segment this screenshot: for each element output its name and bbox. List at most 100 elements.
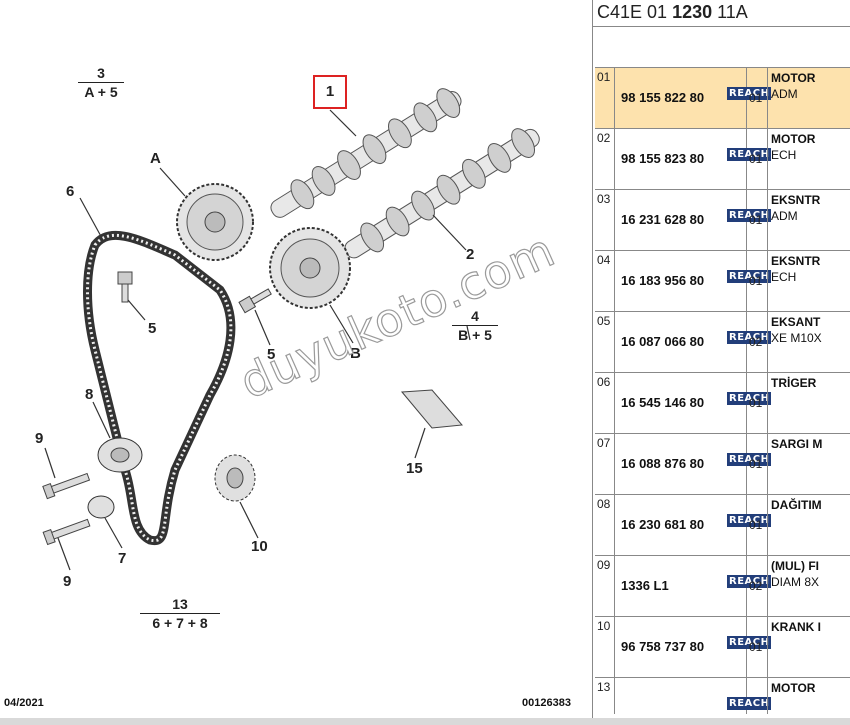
- description-sub: ECH: [771, 148, 797, 162]
- label-7[interactable]: 7: [118, 550, 127, 567]
- group-4[interactable]: 4 B + 5: [452, 308, 498, 343]
- label-5a[interactable]: 5: [148, 320, 157, 337]
- part-number[interactable]: 1336 L1: [621, 578, 669, 593]
- description-title: EKSNTR: [771, 254, 821, 268]
- footer-code: 00126383: [522, 697, 571, 709]
- description-title: (MUL) FI: [771, 559, 819, 573]
- description-title: DAĞITIM: [771, 498, 822, 512]
- quantity: 01: [749, 213, 763, 227]
- quantity-cell: 01: [747, 190, 768, 250]
- group-13-number: 13: [172, 596, 188, 612]
- part-number[interactable]: 16 545 146 80: [621, 395, 705, 410]
- group-13[interactable]: 13 6 + 7 + 8: [140, 596, 220, 631]
- bolt-5a: [117, 271, 133, 303]
- quantity: 01: [749, 274, 763, 288]
- description-sub: ECH: [771, 270, 797, 284]
- description-cell: KRANK I: [771, 619, 850, 635]
- description-sub: ADM: [771, 87, 798, 101]
- group-4-number: 4: [471, 308, 479, 324]
- description-cell: MOTOR: [771, 680, 850, 696]
- description-title: MOTOR: [771, 681, 816, 695]
- group-3-contents: A + 5: [78, 82, 124, 100]
- row-index: 01: [595, 68, 615, 128]
- part-number[interactable]: 16 087 066 80: [621, 334, 705, 349]
- bolt-9a: [42, 472, 91, 500]
- label-9a[interactable]: 9: [35, 430, 44, 447]
- row-index: 08: [595, 495, 615, 555]
- label-5b[interactable]: 5: [267, 346, 276, 363]
- group-3-number: 3: [97, 65, 105, 81]
- group-13-contents: 6 + 7 + 8: [140, 613, 220, 631]
- camshaft-exhaust: [344, 128, 540, 259]
- description-cell: TRİGER: [771, 375, 850, 391]
- label-2[interactable]: 2: [466, 246, 475, 263]
- diagram-drawing: [42, 88, 540, 571]
- label-6[interactable]: 6: [66, 183, 75, 200]
- description-cell: DAĞITIM: [771, 497, 850, 513]
- row-index: 09: [595, 556, 615, 616]
- part-number-cell: REACH: [617, 678, 772, 714]
- ref-suffix: 11A: [712, 2, 748, 22]
- part-number[interactable]: 16 183 956 80: [621, 273, 705, 288]
- quantity-cell: 01: [747, 251, 768, 311]
- label-9b[interactable]: 9: [63, 573, 72, 590]
- quantity: 01: [749, 152, 763, 166]
- description-title: EKSANT: [771, 315, 821, 329]
- description-title: TRİGER: [771, 376, 817, 390]
- quantity: 01: [749, 91, 763, 105]
- part-number[interactable]: 16 230 681 80: [621, 517, 705, 532]
- window-bottom-bar: [0, 718, 850, 725]
- part-number[interactable]: 98 155 823 80: [621, 151, 705, 166]
- exploded-parts-diagram: 1 2 A B 5 5 6 8 9 7 9 10 15 3 A + 5 4 B …: [4, 65, 571, 709]
- label-8[interactable]: 8: [85, 386, 94, 403]
- part-number-cell: 16 087 066 80 REACH: [617, 312, 772, 372]
- quantity-cell: 01: [747, 129, 768, 189]
- label-10[interactable]: 10: [251, 538, 268, 555]
- row-index: 04: [595, 251, 615, 311]
- description-cell: (MUL) FI DIAM 8X: [771, 558, 850, 590]
- group-3[interactable]: 3 A + 5: [78, 65, 124, 100]
- part-number[interactable]: 98 155 822 80: [621, 90, 705, 105]
- label-15[interactable]: 15: [406, 460, 423, 477]
- description-sub: DIAM 8X: [771, 575, 820, 589]
- row-index: 05: [595, 312, 615, 372]
- reach-badge: REACH: [727, 331, 772, 344]
- bolt-9b: [42, 518, 91, 546]
- part-number[interactable]: 16 088 876 80: [621, 456, 705, 471]
- quantity: 02: [749, 579, 763, 593]
- description-title: KRANK I: [771, 620, 821, 634]
- label-a: A: [150, 150, 161, 167]
- part-number[interactable]: 16 231 628 80: [621, 212, 705, 227]
- quantity: 01: [749, 518, 763, 532]
- reach-badge: REACH: [727, 270, 772, 283]
- quantity-cell: 01: [747, 373, 768, 433]
- group-4-contents: B + 5: [452, 325, 498, 343]
- bolt-5b: [238, 288, 272, 314]
- row-index: 02: [595, 129, 615, 189]
- sprocket-a: [176, 183, 254, 261]
- reach-badge: REACH: [727, 514, 772, 527]
- ref-prefix: C41E 01: [597, 2, 673, 22]
- callout-1-selected[interactable]: 1: [313, 75, 347, 109]
- quantity-cell: 01: [747, 495, 768, 555]
- tensioner-8: [97, 437, 143, 473]
- reach-badge: REACH: [727, 697, 772, 710]
- part-number[interactable]: 96 758 737 80: [621, 639, 705, 654]
